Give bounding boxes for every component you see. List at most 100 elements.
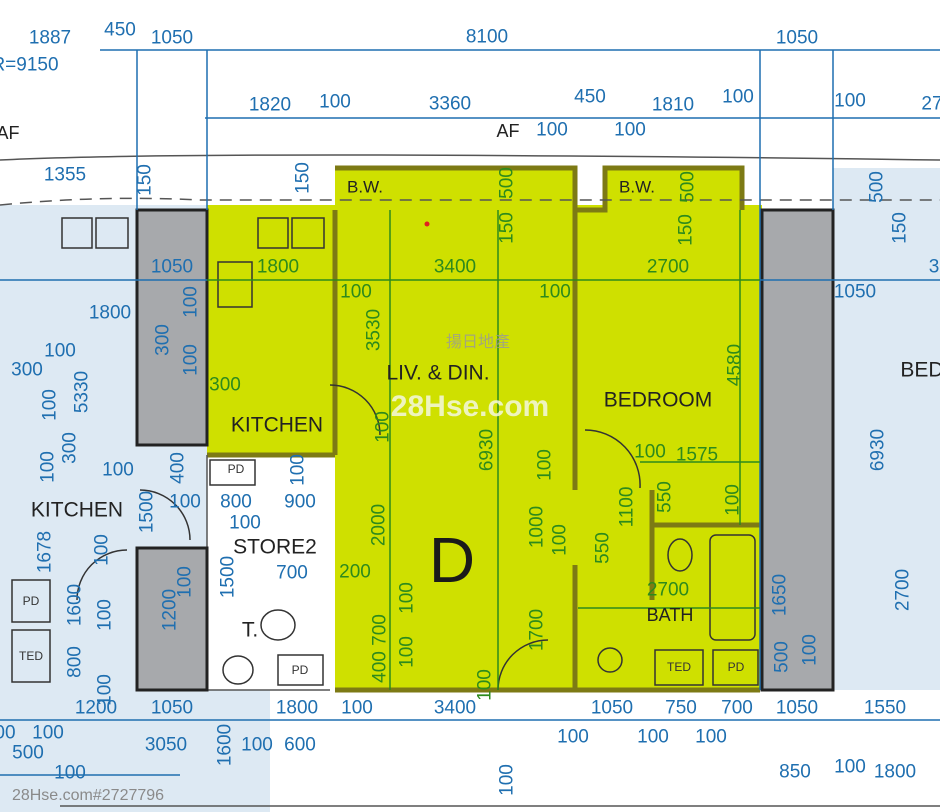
dimension-label: 100 xyxy=(834,90,866,112)
dimension-label: 1810 xyxy=(651,94,695,116)
dimension-label: 1050 xyxy=(775,697,819,719)
dimension-label: 100 xyxy=(637,726,669,748)
dimension-label: 550 xyxy=(654,481,676,513)
dimension-label: 1820 xyxy=(248,94,292,116)
dimension-label: 100 xyxy=(94,599,116,631)
dimension-label: 100 xyxy=(39,389,61,421)
dimension-label: 100 xyxy=(722,484,744,516)
neighbour-kitchen-label: KITCHEN xyxy=(30,498,124,522)
dimension-label: 1600 xyxy=(64,583,86,627)
dimension-label: 150 xyxy=(292,162,314,194)
room-label-bath: BATH xyxy=(646,605,694,625)
dimension-label: 450 xyxy=(574,86,606,108)
dimension-label: 500 xyxy=(677,171,699,203)
dimension-label: 3360 xyxy=(428,93,472,115)
structural-column xyxy=(135,208,209,447)
dimension-label: 100 xyxy=(32,722,64,744)
dimension-label: 100 xyxy=(287,454,309,486)
bay-window-label: B.W. xyxy=(619,177,655,197)
dimension-label: 200 xyxy=(339,561,371,583)
dimension-label: 750 xyxy=(665,697,697,719)
dimension-label: 100 xyxy=(474,669,496,701)
dimension-label: 6930 xyxy=(867,428,889,472)
fixtures xyxy=(11,217,759,691)
dimension-label: 100 xyxy=(341,697,373,719)
dimension-label: 100 xyxy=(169,491,201,513)
dimension-label: 2000 xyxy=(368,503,390,547)
unit-label: D xyxy=(428,524,476,596)
structural-column xyxy=(135,546,209,692)
dimension-label: 3400 xyxy=(433,697,477,719)
dimension-label: 1100 xyxy=(616,486,638,528)
dimension-label: 100 xyxy=(37,451,59,483)
dimension-label: 1200 xyxy=(74,697,118,719)
af-label: AF xyxy=(496,121,520,141)
dimension-label: 100 xyxy=(614,119,646,141)
room-label-living-dining: LIV. & DIN. xyxy=(386,361,490,385)
dimension-label: 3400 xyxy=(433,256,477,278)
dimension-label: 100 xyxy=(319,91,351,113)
dimension-label: 100 xyxy=(557,726,589,748)
dimension-label: 100 xyxy=(180,286,202,318)
corridor-area xyxy=(0,690,270,812)
pd-label: PD xyxy=(227,462,245,476)
neighbour-store-label: STORE2 xyxy=(233,535,317,559)
dimension-label: 100 xyxy=(539,281,571,303)
dimension-label: 100 xyxy=(102,459,134,481)
watermark-brand: 28Hse.com xyxy=(390,390,550,423)
dimension-label: 150 xyxy=(675,214,697,246)
dimension-label: 100 xyxy=(634,441,666,463)
dimension-label: 400 xyxy=(369,651,391,683)
dimension-label: 550 xyxy=(592,532,614,564)
dimension-label: 700 xyxy=(276,562,308,584)
dimension-label: 300 xyxy=(152,324,174,356)
dimension-label: 3 xyxy=(928,256,940,278)
dimension-label: 1550 xyxy=(863,697,907,719)
dimension-label: 150 xyxy=(134,164,156,196)
dimension-label: 5330 xyxy=(71,370,93,414)
pd-label: PD xyxy=(22,594,40,608)
dimension-label: 1800 xyxy=(873,761,917,783)
dimension-label: 100 xyxy=(229,512,261,534)
dimension-label: 300 xyxy=(59,432,81,464)
dimension-label: 400 xyxy=(167,452,189,484)
neighbour-toilet-label: T. xyxy=(241,618,259,642)
structural-column xyxy=(760,208,835,692)
dimension-label: 100 xyxy=(54,762,86,784)
watermark-listing: 28Hse.com#2727796 xyxy=(11,787,165,804)
dimension-label: 1700 xyxy=(526,608,548,652)
dimension-label: 27 xyxy=(921,93,940,115)
dimension-label: 6930 xyxy=(476,428,498,472)
dimension-label: 00 xyxy=(0,722,16,744)
dimension-label: 100 xyxy=(496,764,518,796)
dimension-lines-blue xyxy=(0,49,940,776)
dimension-label: 100 xyxy=(91,534,113,566)
dimension-label: 1050 xyxy=(833,281,877,303)
dimension-label: 1800 xyxy=(256,256,300,278)
dimension-label: 500 xyxy=(866,171,888,203)
dimension-label: 8100 xyxy=(465,26,509,48)
dimension-label: 1800 xyxy=(88,302,132,324)
ted-label: TED xyxy=(667,660,691,674)
dimension-label: 1575 xyxy=(675,444,719,466)
dimension-label: 1678 xyxy=(34,530,56,574)
dimension-label: 450 xyxy=(104,19,136,41)
dimension-label: R=9150 xyxy=(0,54,59,76)
pd-label: PD xyxy=(291,663,309,677)
dimension-label: 100 xyxy=(834,756,866,778)
unit-bedroom-area xyxy=(575,205,762,690)
dimension-label: 100 xyxy=(241,734,273,756)
room-label-kitchen: KITCHEN xyxy=(230,413,324,437)
unit-kitchen-area xyxy=(207,205,337,455)
dimension-label: 100 xyxy=(536,119,568,141)
dimension-label: 700 xyxy=(721,697,753,719)
dimension-label: 1050 xyxy=(590,697,634,719)
dimension-label: 1800 xyxy=(275,697,319,719)
unit-main-area xyxy=(335,168,575,690)
dimension-label: 100 xyxy=(180,344,202,376)
dimension-label: 100 xyxy=(396,582,418,614)
dimension-label: 2700 xyxy=(646,256,690,278)
dimension-label: 1050 xyxy=(150,697,194,719)
dimension-label: 1600 xyxy=(214,723,236,767)
